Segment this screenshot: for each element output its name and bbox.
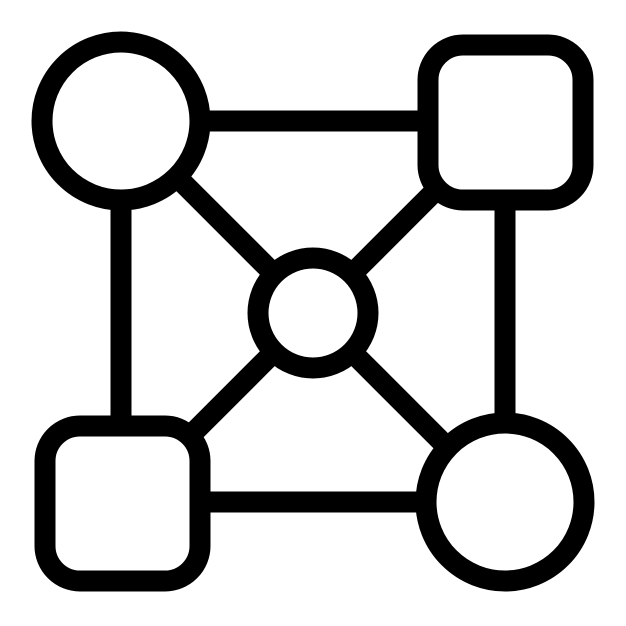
diagonal-connector-bottom-right <box>350 350 452 452</box>
node-square-bottom-left <box>34 415 211 592</box>
node-circle-top-left <box>31 31 211 211</box>
diagonal-connector-bottom-left <box>180 350 276 446</box>
diagonal-connector-top-right <box>350 178 448 276</box>
diagonal-connector-top-left <box>174 174 276 276</box>
node-circle-bottom-right <box>415 412 595 592</box>
node-square-top-right <box>417 34 594 211</box>
node-circle-center-hub <box>247 247 379 379</box>
